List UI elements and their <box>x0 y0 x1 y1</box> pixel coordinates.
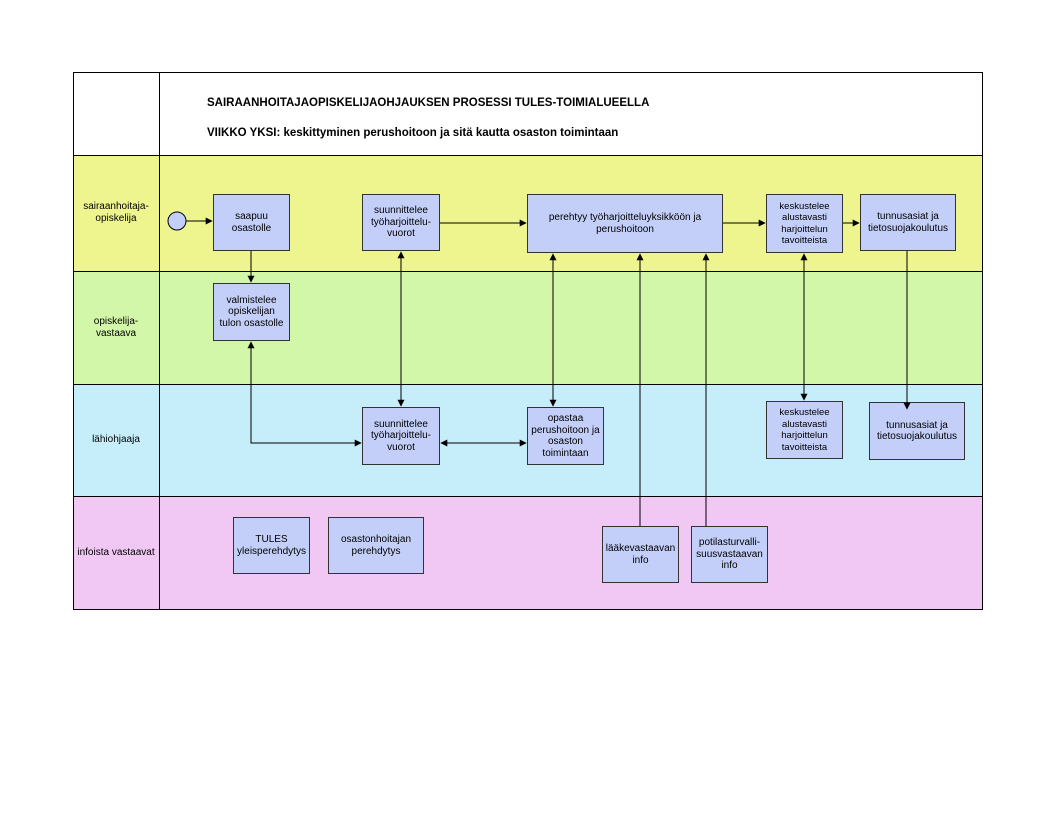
box-plans-student: suunnittelee työharjoittelu- vuorot <box>362 194 440 251</box>
box-tules: TULES yleisperehdytys <box>233 517 310 574</box>
lane-label-mentor: lähiohjaaja <box>92 434 140 445</box>
box-discuss-mentor: keskustelee alustavasti harjoittelun tav… <box>766 401 843 459</box>
page-subtitle: VIIKKO YKSI: keskittyminen perushoitoon … <box>207 127 619 139</box>
box-guides: opastaa perushoitoon ja osaston toiminta… <box>527 407 604 465</box>
lane-label-student: sairaanhoitaja- opiskelija <box>83 201 149 224</box>
outer-border <box>73 72 983 610</box>
box-patient-safety: potilasturvalli- suusvastaavan info <box>691 526 768 583</box>
box-prepares: valmistelee opiskelijan tulon osastolle <box>213 283 290 341</box>
box-arrives: saapuu osastolle <box>213 194 290 251</box>
lane-info-bg <box>73 496 983 610</box>
lane-label-responsible: opiskelija- vastaava <box>93 315 139 339</box>
box-medicine: lääkevastaavan info <box>602 526 679 583</box>
box-head-nurse: osastonhoitajan perehdytys <box>328 517 424 574</box>
box-discuss-student: keskustelee alustavasti harjoittelun tav… <box>766 194 843 253</box>
lane-label-info: infoista vastaavat <box>77 547 155 558</box>
page-title: SAIRAANHOITAJAOPISKELIJAOHJAUKSEN PROSES… <box>207 97 650 109</box>
box-orients: perehtyy työharjoitteluyksikköön ja peru… <box>527 194 723 253</box>
header-area <box>73 72 983 155</box>
box-passwords-mentor: tunnusasiat ja tietosuojakoulutus <box>869 402 965 460</box>
box-plans-mentor: suunnittelee työharjoittelu- vuorot <box>362 407 440 465</box>
box-passwords-student: tunnusasiat ja tietosuojakoulutus <box>860 194 956 251</box>
lane-responsible-bg <box>73 271 983 384</box>
